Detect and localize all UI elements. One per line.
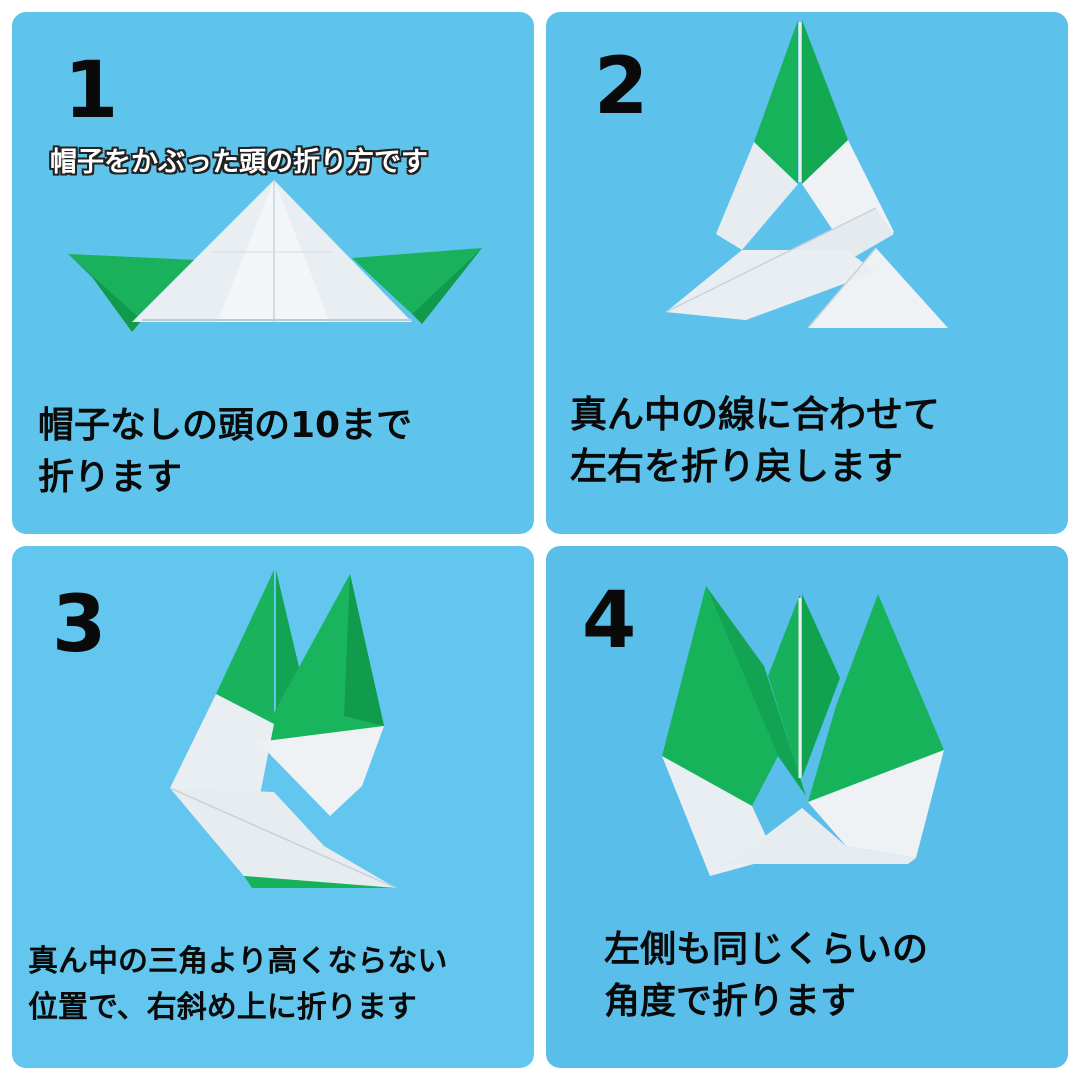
step-caption-line-1: 真ん中の線に合わせて bbox=[570, 393, 940, 436]
step-4-panel: 4 左側も同じくらいの 角度で折ります bbox=[546, 546, 1068, 1068]
step-caption-line-1: 帽子なしの頭の10まで bbox=[38, 405, 413, 446]
step-number: 2 bbox=[594, 42, 649, 132]
step-2-panel: 2 真ん中の線に合わせて 左右を折り戻します bbox=[546, 12, 1068, 534]
step-caption-line-1: 真ん中の三角より高くならない bbox=[28, 944, 448, 979]
step-caption-line-2: 角度で折ります bbox=[604, 981, 857, 1022]
step-subtitle: 帽子をかぶった頭の折り方です bbox=[50, 147, 428, 178]
step-caption-line-1: 左側も同じくらいの bbox=[604, 929, 929, 970]
step-number: 4 bbox=[582, 576, 637, 666]
step-number: 3 bbox=[52, 580, 107, 670]
step-caption-line-2: 位置で、右斜め上に折ります bbox=[28, 990, 417, 1025]
step-2-origami-photo bbox=[665, 20, 948, 329]
step-caption-line-2: 折ります bbox=[38, 457, 183, 498]
step-caption-line-2: 左右を折り戻します bbox=[570, 445, 903, 488]
step-4-origami-photo bbox=[662, 586, 944, 876]
step-1-origami-photo bbox=[68, 180, 482, 332]
step-3-origami-photo bbox=[169, 570, 397, 889]
step-1-panel: 1 帽子をかぶった頭の折り方です 帽子なしの頭の10まで 折ります bbox=[12, 12, 534, 534]
step-number: 1 bbox=[64, 46, 119, 136]
step-3-panel: 3 真ん中の三角より高くならない 位置で、右斜め上に折ります bbox=[12, 546, 534, 1068]
